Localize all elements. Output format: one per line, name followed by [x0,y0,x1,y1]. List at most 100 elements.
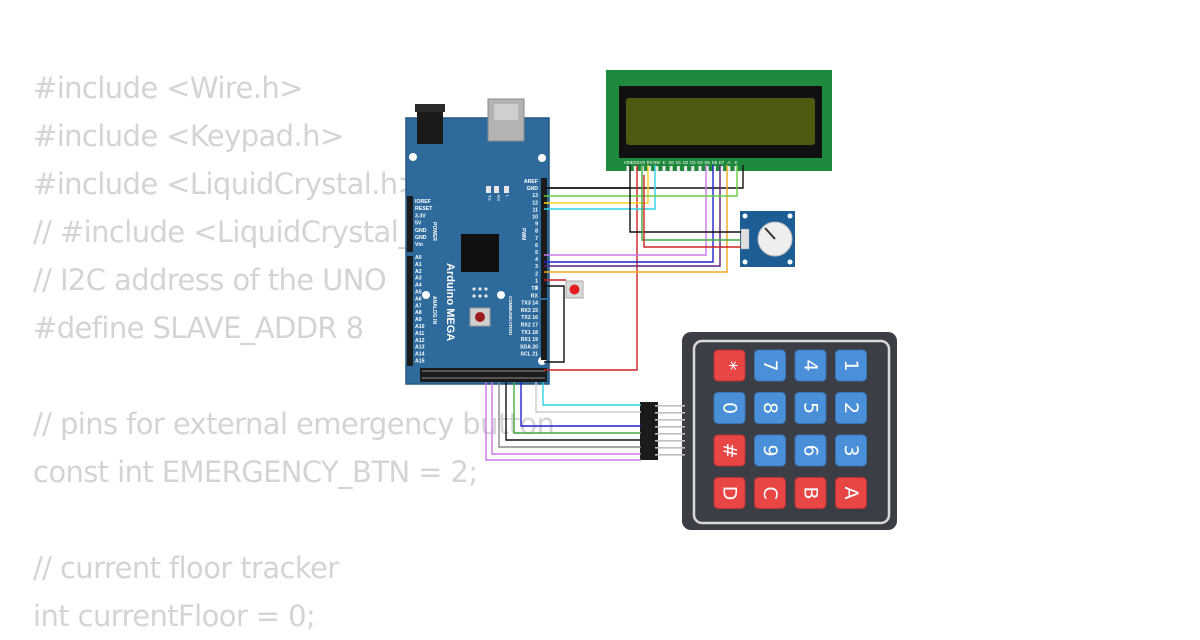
keypad-key-label: 0 [719,402,741,414]
keypad-key[interactable]: 2 [835,392,867,424]
pin-label: TX1 18 [521,330,538,336]
keypad-key-label: 3 [840,444,862,456]
keypad-key[interactable]: 3 [835,434,867,467]
comm-header [541,300,547,360]
led-label: TX [487,195,492,201]
keypad-key[interactable]: 6 [794,434,827,467]
keypad-key-label: A [840,487,862,500]
led-label: L [505,195,510,198]
lcd-screen [626,98,815,145]
pin-label: 5V [415,221,422,227]
keypad-key[interactable]: A [835,477,867,509]
pin-label: 7 [535,236,538,242]
arduino-mega-board[interactable]: Arduino MEGA IOREFRESET3.3V5VGNDGNDVinA0… [405,98,550,385]
pin-label: GND [526,186,538,192]
keypad-key[interactable]: C [754,477,786,509]
keypad-key-label: 4 [800,359,822,371]
lcd-pin-label: RS [647,160,653,165]
code-line: #define SLAVE_ADDR 8 [33,311,364,345]
pin-label: 0 [535,286,538,292]
pin-label: 8 [535,229,538,235]
pin-label: 13 [532,193,538,199]
pin-label: A4 [415,283,422,289]
power-header [407,196,413,252]
lcd-pin-label: D6 [712,160,718,165]
code-line: // I2C address of the UNO [33,263,387,297]
keypad-key-label: # [719,443,741,459]
pin-label: GND [415,228,427,234]
keypad-key-label: 6 [800,444,822,456]
pin-label: TX3 14 [521,301,538,307]
lcd-pin-label: E [663,160,666,165]
code-line: #include <Wire.h> [33,71,303,105]
analog-header [407,256,413,366]
code-line: int currentFloor = 0; [33,599,316,633]
keypad-key[interactable]: 9 [754,434,786,467]
keypad-key-label: * [719,361,741,371]
lcd-pin-label: D1 [676,160,682,165]
keypad-key[interactable]: 8 [754,392,786,424]
pin-label: A6 [415,296,422,302]
keypad-key-label: 1 [840,359,862,371]
keypad-key[interactable]: 5 [794,392,827,424]
wires [485,165,744,461]
lcd-pin-label: D4 [697,160,703,165]
pin-label: 3 [535,264,538,270]
pin-label: A3 [415,276,422,282]
pin-label: A5 [415,290,422,296]
keypad-key-label: B [800,486,822,499]
keypad-key-label: D [719,486,741,501]
communication-label: COMMUNICATION [508,296,513,335]
pin-label: A0 [415,255,422,261]
keypad-key-label: 7 [759,359,781,371]
potentiometer[interactable] [740,211,795,267]
tx-led [486,186,491,193]
keypad-key[interactable]: * [713,349,746,382]
keypad-key[interactable]: 4 [794,349,827,382]
pin-label: 12 [532,200,538,206]
pin-label: A12 [415,338,425,344]
digital-header [541,178,547,298]
keypad-key[interactable]: D [713,477,746,509]
lcd-pin-label: A [727,160,730,165]
power-header-label: POWER [431,222,437,241]
l-led [504,186,509,193]
keypad-key[interactable]: 0 [713,392,746,424]
pin-label: AREF [524,179,538,185]
pin-label: TX2 16 [521,315,538,321]
pin-label: RX1 19 [521,337,538,343]
pin-label: 4 [535,257,538,263]
keypad-key[interactable]: 7 [754,349,786,382]
code-line: #include <Keypad.h> [33,119,344,153]
keypad-key[interactable]: 1 [835,349,867,382]
analog-header-label: ANALOG IN [431,296,437,324]
lcd-pin-label: D3 [690,160,696,165]
pin-label: A1 [415,262,422,268]
lcd-pin-label: K [735,160,738,165]
lcd-pin-label: D2 [683,160,689,165]
lcd-pin-label: D0 [669,160,675,165]
left-pin-labels: IOREFRESET3.3V5VGNDGNDVinA0A1A2A3A4A5A6A… [415,199,433,365]
pin-label: 6 [535,243,538,249]
pin-label: A9 [415,317,422,323]
keypad-key-label: 2 [840,402,862,414]
pin-label: A13 [415,345,425,351]
keypad-key[interactable]: B [794,477,827,509]
pin-label: TX [531,286,538,292]
led-label: RX [496,195,501,201]
pin-label: RX [531,293,539,299]
emergency-push-button[interactable] [565,280,584,299]
lcd-pin-label: RW [653,160,660,165]
keypad-key[interactable]: # [713,434,746,467]
code-line: const int EMERGENCY_BTN = 2; [33,455,478,489]
pin-label: A2 [415,269,422,275]
pin-label: 11 [533,207,539,213]
pin-label: 10 [532,215,538,221]
lcd-pin-label: D7 [719,160,725,165]
pin-label: A11 [415,331,424,337]
pin-label: A8 [415,310,422,316]
